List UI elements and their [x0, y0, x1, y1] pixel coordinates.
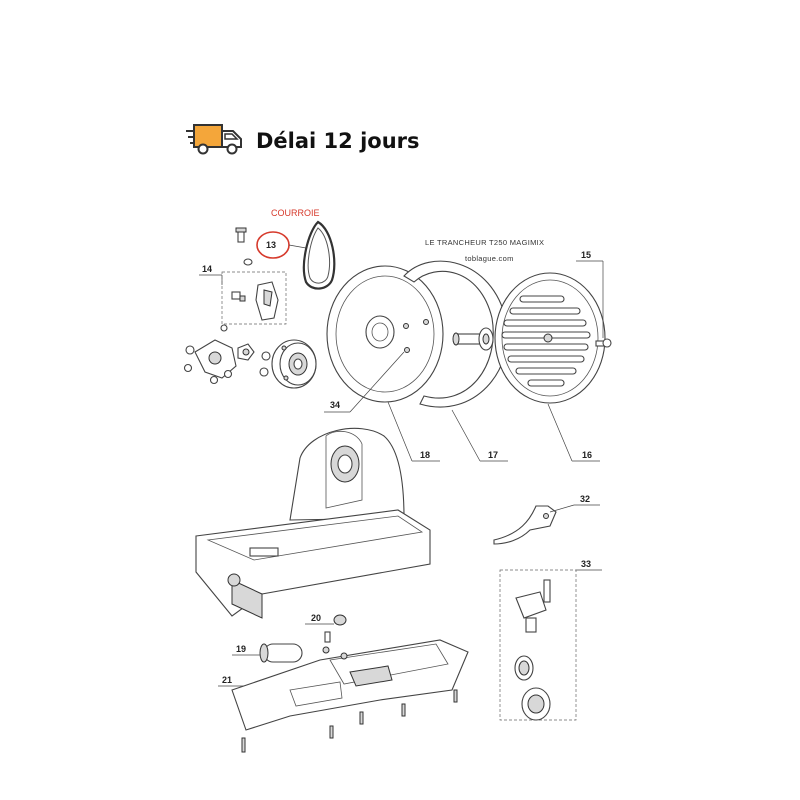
- guard-ring-part: [403, 260, 508, 408]
- belt-part: [302, 220, 336, 290]
- screw-part: [235, 227, 253, 266]
- base-tray-part: [231, 639, 469, 731]
- part-label-17: 17: [488, 450, 498, 460]
- delivery-delay-text: Délai 12 jours: [256, 129, 420, 153]
- diagram-subtitle: toblague.com: [465, 254, 514, 263]
- courroie-label: COURROIE: [271, 208, 320, 218]
- delivery-banner: Délai 12 jours: [186, 122, 420, 160]
- part-label-21: 21: [222, 675, 232, 685]
- blade-disk-part: [326, 265, 444, 403]
- part-label-16: 16: [582, 450, 592, 460]
- grill-plate-part: [494, 272, 606, 404]
- part-label-32: 32: [580, 494, 590, 504]
- housing-body-part: [195, 427, 431, 619]
- part-label-18: 18: [420, 450, 430, 460]
- bracket-part: [220, 281, 279, 332]
- part-label-20: 20: [311, 613, 321, 623]
- part-label-33: 33: [581, 559, 591, 569]
- part-label-14: 14: [202, 264, 212, 274]
- part-15-screw: [595, 338, 612, 348]
- part-label-15: 15: [581, 250, 591, 260]
- diagram-title: LE TRANCHEUR T250 MAGIMIX: [425, 238, 544, 247]
- handle-part: [493, 505, 557, 545]
- delivery-truck-icon: [186, 122, 244, 161]
- part-33-group: [499, 569, 577, 721]
- part-label-34: 34: [330, 400, 340, 410]
- capacitor-part: [259, 643, 303, 663]
- part-14-group: [221, 271, 287, 325]
- bottom-screws: [241, 689, 458, 753]
- hub-assembly: [183, 339, 317, 389]
- shaft-part: [452, 327, 494, 351]
- motor-part: [514, 579, 551, 721]
- part-label-13: 13: [266, 240, 276, 250]
- part-label-19: 19: [236, 644, 246, 654]
